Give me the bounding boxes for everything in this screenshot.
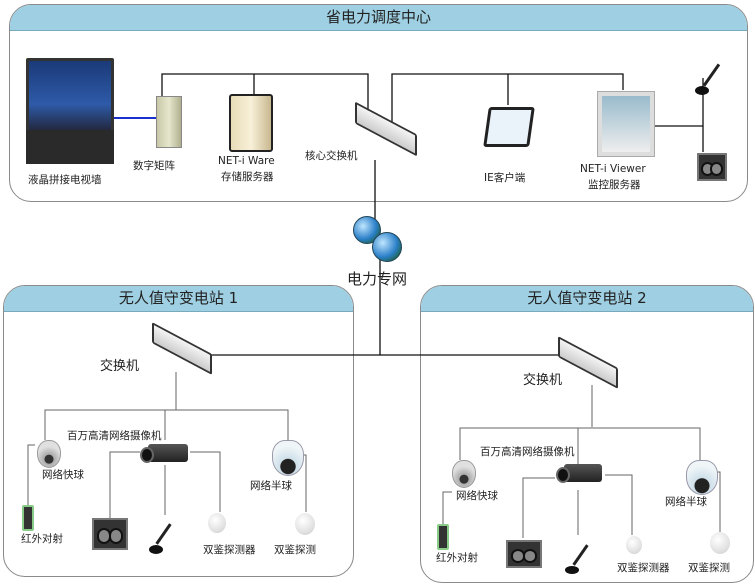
dispatch-center-title: 省电力调度中心 <box>10 5 747 31</box>
ie-client-label: IE客户端 <box>484 172 526 184</box>
station-2-title: 无人值守变电站 2 <box>421 286 753 312</box>
station-1-dual-detector-2-icon <box>295 513 315 535</box>
viewer-label-1: NET-i Viewer <box>580 163 646 175</box>
video-wall-icon <box>26 58 114 136</box>
viewer-server-icon <box>597 91 655 157</box>
storage-label-2: 存储服务器 <box>221 171 274 183</box>
station-1-dual-detector-2-label: 双鉴探测 <box>274 544 316 556</box>
station-2-dual-detector-2-icon <box>710 532 730 554</box>
station-2-dual-detector-icon <box>626 536 642 554</box>
station-2-ir-beam-label: 红外对射 <box>436 552 478 564</box>
station-2-speaker-icon <box>506 540 542 568</box>
station-1-half-dome-label: 网络半球 <box>250 480 292 492</box>
microphone-base-icon <box>695 86 709 95</box>
station-1-hd-camera-icon <box>140 444 188 463</box>
station-1-speaker-icon <box>92 518 128 550</box>
station-1-dual-detector-icon <box>208 513 226 533</box>
station-2-hd-camera-icon <box>556 464 602 483</box>
storage-label-1: NET-i Ware <box>218 155 275 167</box>
station-1-half-dome-icon <box>272 440 304 476</box>
power-network-label: 电力专网 <box>347 270 408 288</box>
speaker-icon <box>697 153 727 181</box>
video-wall-base-icon <box>26 130 114 164</box>
station-2-switch-label: 交换机 <box>523 373 563 388</box>
station-2-panel: 无人值守变电站 2 <box>420 285 754 583</box>
matrix-label: 数字矩阵 <box>133 160 175 172</box>
station-2-ir-beam-icon <box>437 524 449 550</box>
video-wall-label: 液晶拼接电视墙 <box>28 174 102 186</box>
globe-icon-2 <box>372 232 402 262</box>
station-1-ir-beam-label: 红外对射 <box>21 533 63 545</box>
digital-matrix-icon <box>156 96 182 148</box>
viewer-label-2: 监控服务器 <box>588 179 641 191</box>
station-1-dual-detector-label: 双鉴探测器 <box>203 544 256 556</box>
station-2-hd-camera-label: 百万高清网络摄像机 <box>480 446 575 458</box>
ie-client-laptop-icon <box>483 107 535 147</box>
core-switch-label: 核心交换机 <box>305 150 358 162</box>
station-2-speed-dome-label: 网络快球 <box>456 490 498 502</box>
station-1-speed-dome-label: 网络快球 <box>42 469 84 481</box>
station-2-microphone-base-icon <box>565 566 579 574</box>
station-2-dual-detector-label: 双鉴探测器 <box>617 562 670 574</box>
station-2-dual-detector-2-label: 双鉴探测 <box>688 562 730 574</box>
storage-server-icon <box>229 94 273 152</box>
station-1-switch-label: 交换机 <box>100 359 140 374</box>
station-2-half-dome-label: 网络半球 <box>665 496 707 508</box>
station-2-speed-dome-icon <box>452 460 476 488</box>
station-1-speed-dome-icon <box>37 440 61 468</box>
station-1-title: 无人值守变电站 1 <box>4 286 353 312</box>
station-2-half-dome-icon <box>686 460 718 495</box>
station-1-hd-camera-label: 百万高清网络摄像机 <box>67 430 162 442</box>
station-1-ir-beam-icon <box>22 505 34 531</box>
station-1-microphone-base-icon <box>149 545 163 554</box>
